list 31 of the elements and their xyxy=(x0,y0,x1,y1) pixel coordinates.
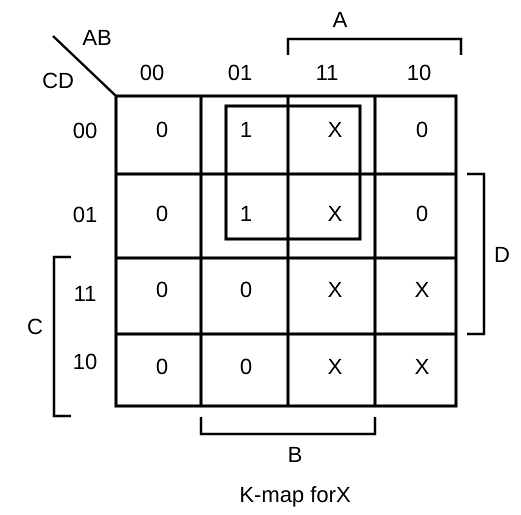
cell-value: X xyxy=(328,119,342,141)
row-label: 10 xyxy=(72,351,98,373)
cell-value: 1 xyxy=(240,119,252,141)
cell-value: 0 xyxy=(156,356,168,378)
variable-label: D xyxy=(494,244,510,266)
column-label: 00 xyxy=(140,62,164,84)
cell-value: 0 xyxy=(156,119,168,141)
cell-value: 0 xyxy=(156,279,168,301)
caption: K-map forX xyxy=(239,484,351,506)
row-label: 11 xyxy=(74,283,96,305)
cell-value: X xyxy=(328,356,342,378)
cell-value: 0 xyxy=(416,203,428,225)
cell-value: 0 xyxy=(416,119,428,141)
row-label: 00 xyxy=(72,120,98,142)
variable-label: A xyxy=(332,9,348,31)
column-label: 11 xyxy=(316,62,338,84)
cell-value: X xyxy=(414,279,430,301)
variable-label: B xyxy=(288,444,302,466)
cell-value: X xyxy=(328,279,342,301)
cell-value: 0 xyxy=(240,279,252,301)
column-label: 10 xyxy=(406,62,432,84)
cell-value: 0 xyxy=(240,356,252,378)
variable-label: AB xyxy=(82,27,112,49)
variable-label: C xyxy=(27,316,43,338)
row-label: 01 xyxy=(72,204,98,226)
variable-label: CD xyxy=(42,70,74,92)
cell-value: X xyxy=(414,356,430,378)
cell-value: X xyxy=(328,203,342,225)
column-label: 01 xyxy=(228,62,252,84)
cell-value: 0 xyxy=(156,203,168,225)
cell-value: 1 xyxy=(240,203,252,225)
